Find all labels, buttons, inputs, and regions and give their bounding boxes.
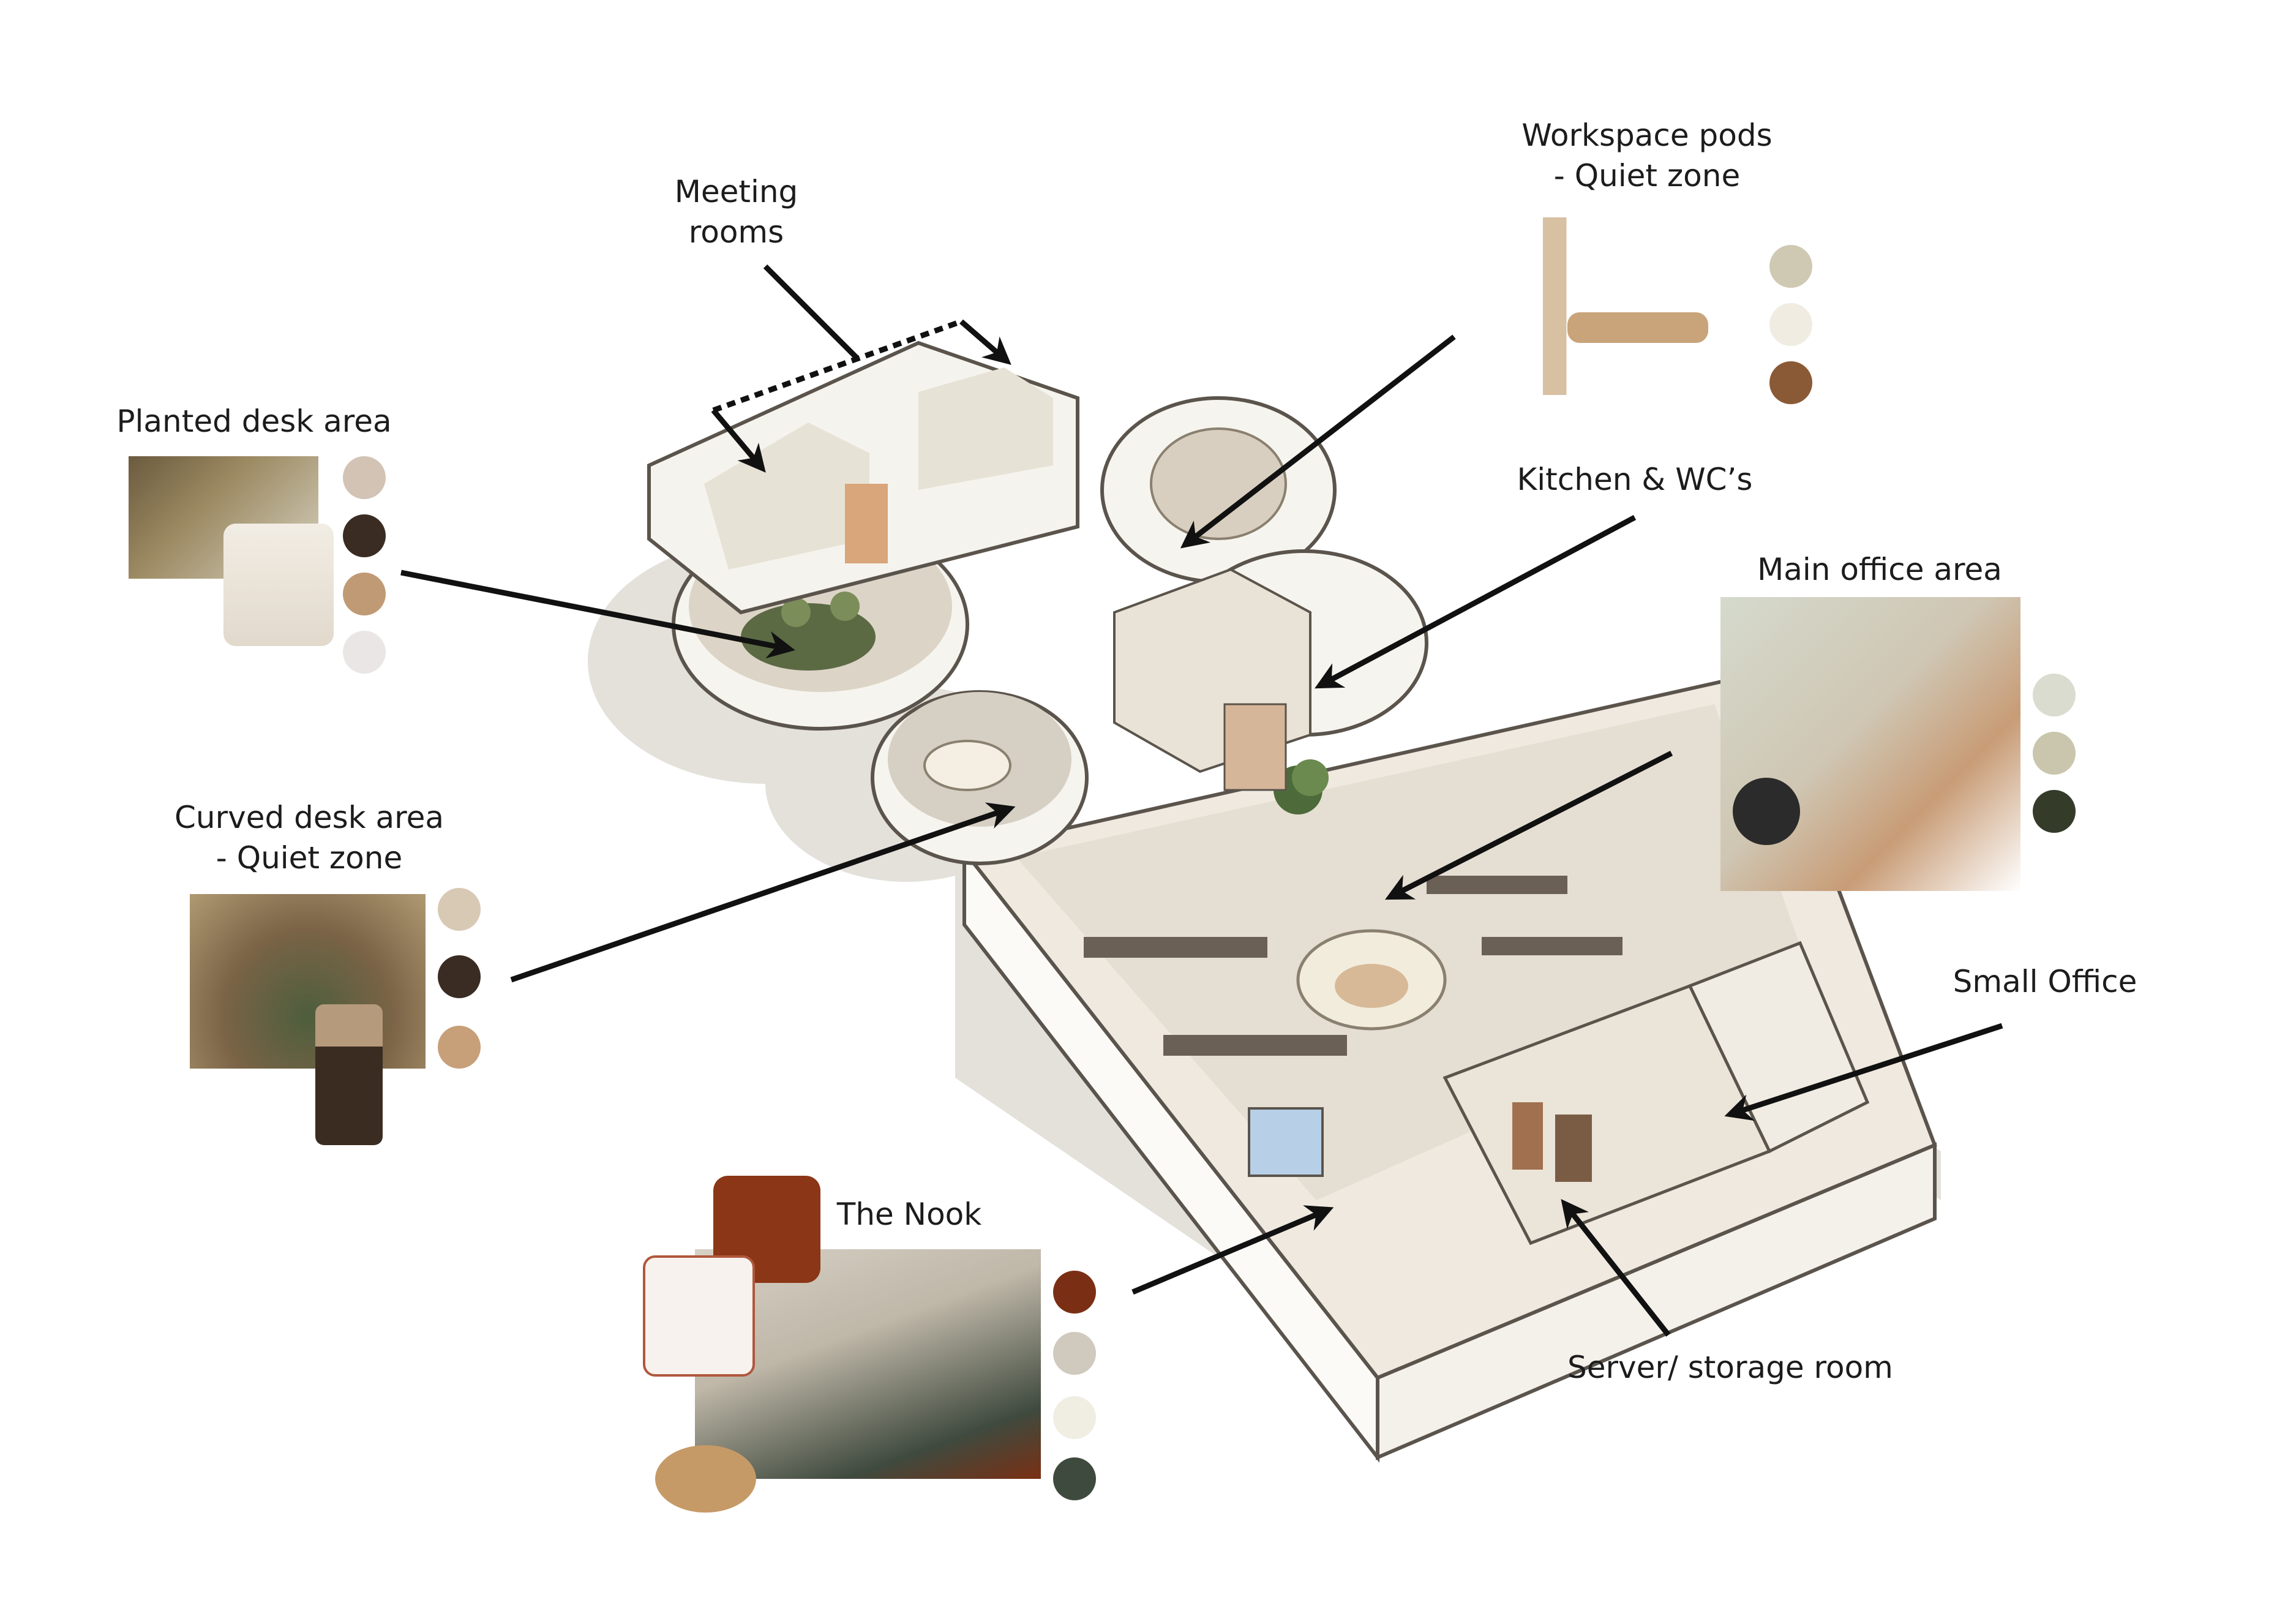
label-line: The Nook [836,1197,982,1232]
label-server-storage: Server/ storage room [1567,1347,1893,1388]
main-office-plant [1733,778,1800,845]
pod-round-room [1100,396,1337,584]
desk-rows [1084,876,1623,1056]
workspace-pods-desk [1567,312,1708,343]
meeting-rooms-block [647,340,1079,615]
main-office-photo [1720,597,2020,891]
label-line: Server/ storage room [1567,1350,1893,1385]
label-workspace-pods: Workspace pods - Quiet zone [1500,115,1794,196]
arrow-kitchen-wc [1315,515,1637,689]
arrow-server-storage [1561,1198,1671,1337]
swatch-workspace-pods-2 [1769,303,1812,346]
label-line: Workspace pods [1521,118,1773,153]
arrow-curved-desk [510,802,1016,983]
label-planted-desk: Planted desk area [107,401,401,442]
swatch-the-nook-4 [1053,1457,1096,1500]
label-line: Curved desk area [174,800,445,835]
label-kitchen-wc: Kitchen & WC’s [1506,459,1763,500]
arrow-main-office [1384,750,1673,900]
the-nook-cushion-white [643,1255,755,1377]
swatch-planted-desk-4 [343,631,386,674]
label-meeting-rooms: Meeting rooms [661,171,811,252]
label-line: Planted desk area [116,404,392,439]
service-rooms [1248,941,1870,1246]
swatch-curved-desk-3 [438,1026,481,1069]
planted-desk-chair [223,524,334,646]
label-curved-desk: Curved desk area - Quiet zone [159,797,459,878]
swatch-curved-desk-1 [438,888,481,931]
curved-desk-photo [190,894,426,1069]
label-small-office: Small Office [1929,961,2161,1002]
swatch-main-office-3 [2033,790,2076,833]
curved-desk-stool [315,1004,383,1145]
swatch-the-nook-1 [1053,1271,1096,1314]
the-nook-pouf [655,1445,756,1513]
label-line: - Quiet zone [1553,158,1741,194]
label-the-nook: The Nook [814,1194,1004,1235]
swatch-main-office-2 [2033,732,2076,775]
arrow-meeting-rooms-stem [763,264,860,361]
label-line: Main office area [1757,552,2002,587]
pointer-arrows [400,264,2003,1337]
label-line: - Quiet zone [216,840,403,876]
swatch-the-nook-3 [1053,1396,1096,1439]
arrow-small-office [1724,1023,2003,1121]
curved-desk-room [871,690,1089,865]
label-line: Kitchen & WC’s [1517,462,1753,497]
swatch-workspace-pods-1 [1769,245,1812,288]
workspace-pods-photo [1543,217,1739,395]
arrow-meeting-room-left [711,408,766,473]
swatch-planted-desk-1 [343,456,386,499]
label-line: Meeting [674,174,798,209]
swatch-planted-desk-3 [343,573,386,615]
swatch-the-nook-2 [1053,1332,1096,1375]
arrow-planted-desk [400,570,795,659]
kitchen-wc-room [1113,549,1428,791]
swatch-curved-desk-2 [438,955,481,998]
swatch-main-office-1 [2033,674,2076,716]
label-main-office: Main office area [1727,549,2033,590]
swatch-workspace-pods-3 [1769,361,1812,404]
label-line: Small Office [1953,964,2137,999]
label-line: rooms [688,214,784,250]
arrow-the-nook [1131,1205,1334,1295]
arrow-workspace-pods [1180,334,1456,549]
arrow-meeting-room-right [959,319,1011,365]
swatch-planted-desk-2 [343,514,386,557]
